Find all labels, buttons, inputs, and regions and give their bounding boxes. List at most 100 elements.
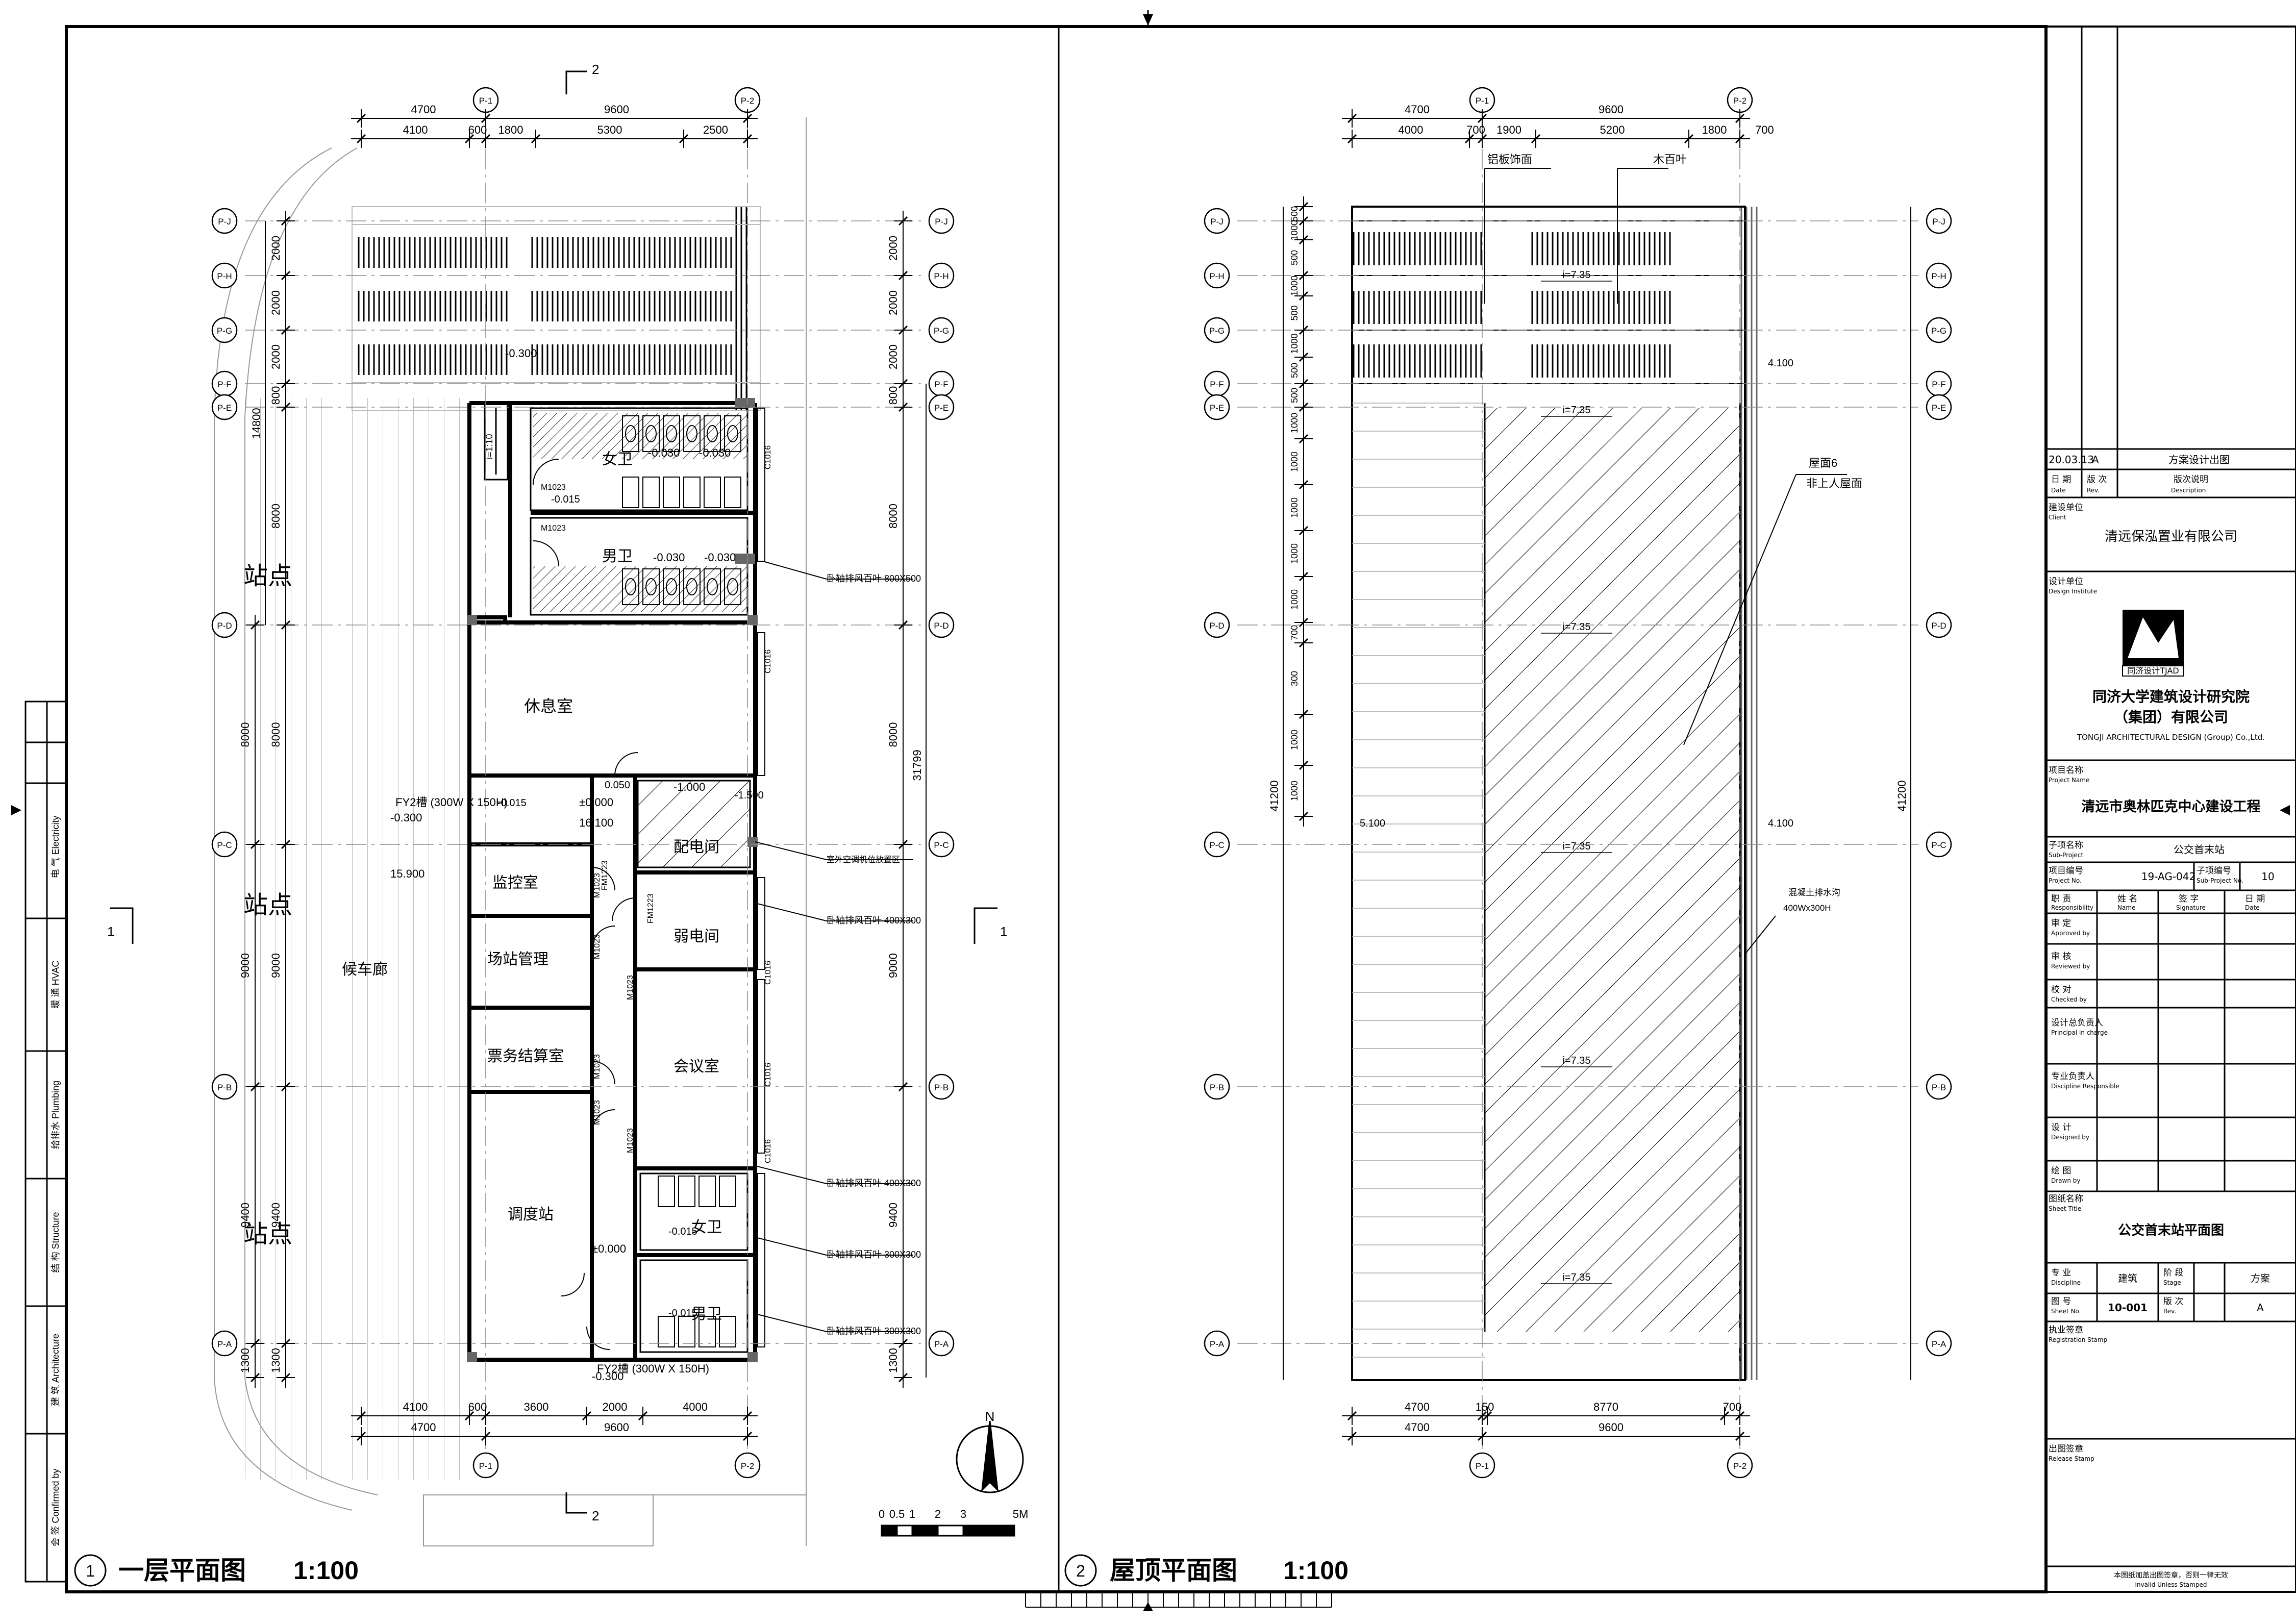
client-label: 建设单位 (2049, 503, 2083, 513)
canopy-outline (352, 206, 761, 411)
power-room-hatch (637, 780, 751, 868)
header-label-en: Rev. (2087, 487, 2100, 494)
grid-bubble (928, 317, 955, 343)
dimension-text: 2000 (603, 1401, 628, 1413)
dimension-text: 9400 (239, 1203, 252, 1228)
dimension-text: 2000 (887, 290, 900, 315)
dimension-text: 600 (468, 1401, 487, 1413)
title-block (2046, 27, 2296, 1567)
side-signoff-label: 建 筑 Architecture (51, 1334, 61, 1406)
rev: A (2257, 1302, 2264, 1314)
dimension-text: 41200 (1895, 780, 1908, 811)
elevation-label: -1.500 (735, 790, 764, 801)
sheet-no-label: 图 号 (2051, 1296, 2071, 1307)
grid-bubble (1204, 317, 1230, 343)
grid-bubble (928, 831, 955, 858)
grid-row-label: P-A (217, 1339, 232, 1349)
elevation-label: 15.900 (390, 867, 425, 880)
resp-header: 职 责 (2051, 894, 2071, 904)
grid-row-label: P-F (1210, 380, 1224, 389)
columns (467, 398, 758, 1362)
elevation-label: -0.300 (390, 811, 422, 824)
grid-row-label: P-J (1932, 217, 1945, 227)
ground-floor-plan: P-JP-JP-HP-HP-GP-GP-FP-FP-EP-EP-DP-DP-CP… (107, 62, 1007, 1546)
elevation-label: -1.000 (673, 781, 705, 793)
center-markers (11, 10, 2290, 1611)
window-tag: C1016 (764, 1139, 772, 1163)
grid-bubble (1926, 831, 1952, 858)
project-number: 19-AG-042 (2141, 870, 2195, 883)
grid-row-label: P-G (1931, 326, 1946, 336)
dimension-text: 1800 (1702, 123, 1727, 136)
grid-row-label: P-J (1210, 217, 1224, 227)
header-label: 版次说明 (2174, 474, 2208, 485)
grid-row-label: P-G (217, 326, 232, 336)
roof-parapet (1740, 207, 1758, 1380)
door-swings (533, 459, 638, 1350)
room-label: 配电间 (673, 839, 719, 856)
stop-label: 站点 (243, 1221, 292, 1248)
role-label: 设计总负责人 (2051, 1018, 2103, 1028)
door-tag: M1023 (593, 934, 602, 959)
project-no-label-en: Project No. (2049, 877, 2082, 884)
name-header: 姓 名 (2117, 894, 2137, 904)
dimension-text: 700 (1289, 625, 1300, 640)
grid-bubble (1204, 1073, 1230, 1100)
grid-row-label: P-E (1932, 403, 1946, 413)
header-label-en: Description (2171, 487, 2206, 494)
grid-bubble (1204, 1330, 1230, 1357)
release-stamp-label: 出图签章 (2049, 1444, 2083, 1454)
grid-bubble (1926, 1330, 1952, 1357)
grid-bubble (211, 1330, 238, 1357)
revision-number: A (2092, 454, 2099, 466)
side-signoff-label: 暖 通 HVAC (51, 961, 61, 1009)
stop-label: 站点 (243, 563, 292, 590)
role-label-en: Principal in charge (2051, 1029, 2108, 1036)
grid-row-label: P-B (934, 1083, 949, 1092)
sheet-title-label: 图纸名称 (2049, 1194, 2083, 1204)
subproject-label: 子项名称 (2049, 840, 2083, 851)
role-label-en: Drawn by (2051, 1177, 2080, 1184)
stop-label: 站点 (243, 892, 292, 919)
grid-bubble (211, 208, 238, 234)
grid-row-label: P-D (217, 621, 232, 631)
thin-walls (530, 407, 748, 1353)
dimension-text: 9000 (887, 953, 900, 978)
dimension-text: 9600 (604, 1421, 629, 1434)
grid-bubble (211, 394, 238, 420)
grid-bubble (211, 1073, 238, 1100)
building-walls (467, 401, 757, 1362)
discipline-label-en: Discipline (2051, 1279, 2081, 1286)
project-label: 项目名称 (2049, 765, 2083, 776)
roof-louvers (1352, 232, 1674, 378)
elevation-label: 4.100 (1768, 358, 1793, 369)
dimension-text: 1300 (239, 1348, 252, 1373)
side-signoff-label: 会 签 Confirmed by (51, 1468, 61, 1546)
grid-row-label: P-F (217, 380, 231, 389)
right-windows (757, 408, 765, 1347)
rev-label: 版 次 (2163, 1296, 2183, 1307)
grid-bubble (928, 208, 955, 234)
scale-tick: 0.5 (889, 1508, 905, 1520)
door-tag: M1023 (593, 1054, 602, 1079)
elevation-label: 4.100 (1768, 818, 1793, 829)
grid-row-label: P-B (1210, 1083, 1224, 1092)
role-label: 专业负责人 (2051, 1071, 2094, 1082)
elevation-label: 5.100 (1360, 818, 1385, 829)
institute-label-en: Design Institute (2049, 588, 2097, 595)
grid-bubble (1926, 262, 1952, 289)
wc-hatch-bottom (533, 566, 747, 612)
invalid-notice: 本图纸加盖出图签章，否则一律无效 (2114, 1571, 2228, 1580)
sub-number: 10 (2261, 870, 2274, 883)
sheet-no-label-en: Sheet No. (2051, 1308, 2081, 1315)
project-no-label: 项目编号 (2049, 866, 2083, 876)
dimension-text: 1000 (1289, 452, 1300, 472)
dimension-text: 9400 (269, 1203, 282, 1228)
grid-bubble (1204, 262, 1230, 289)
room-label: 女卫 (691, 1219, 722, 1236)
sheet-number: 10-001 (2108, 1302, 2148, 1314)
grid-row-label: P-F (934, 380, 948, 389)
grid-bubble (1926, 394, 1952, 420)
